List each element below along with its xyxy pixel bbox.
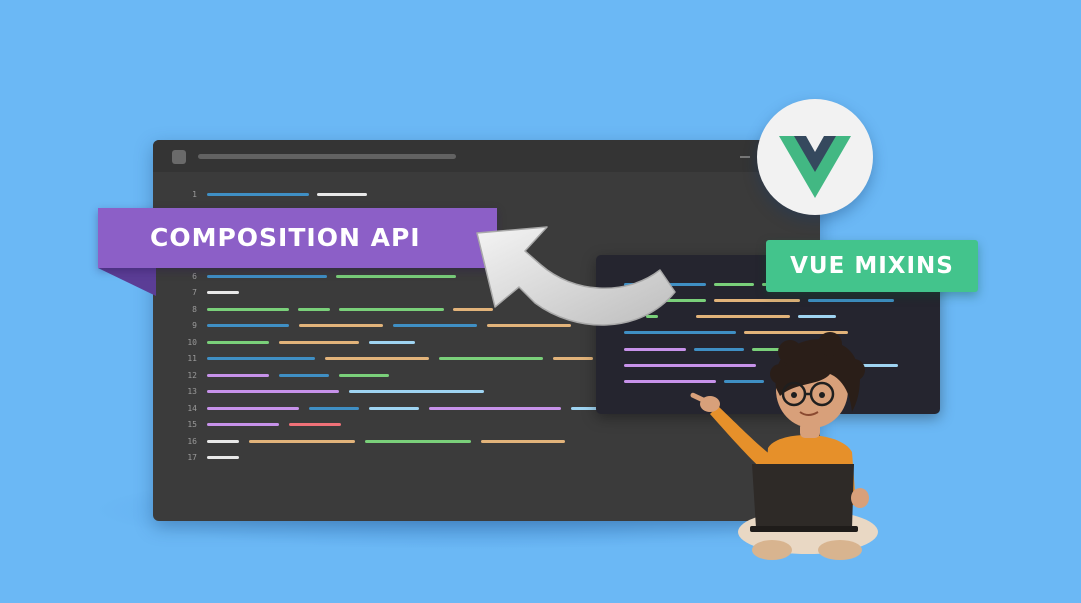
- code-token: [553, 357, 593, 360]
- code-token: [309, 407, 359, 410]
- code-token: [339, 374, 389, 377]
- code-token: [207, 456, 239, 459]
- code-token: [349, 390, 484, 393]
- code-token: [365, 440, 471, 443]
- code-token: [249, 440, 355, 443]
- person-illustration: [690, 332, 878, 560]
- titlebar-placeholder: [198, 154, 456, 159]
- code-token: [453, 308, 493, 311]
- code-token: [279, 374, 329, 377]
- code-token: [744, 331, 848, 334]
- code-token: [207, 291, 239, 294]
- code-token: [317, 193, 367, 196]
- editor-titlebar: [153, 140, 820, 172]
- code-token: [808, 299, 894, 302]
- code-token: [339, 308, 444, 311]
- code-token: [207, 341, 269, 344]
- line-number: 14: [187, 404, 197, 413]
- code-token: [439, 357, 543, 360]
- line-number: 16: [187, 437, 197, 446]
- code-token: [624, 331, 736, 334]
- code-token: [487, 324, 571, 327]
- code-token: [624, 364, 756, 367]
- composition-api-banner: COMPOSITION API: [98, 208, 497, 268]
- line-number: 12: [187, 371, 197, 380]
- code-token: [336, 275, 456, 278]
- code-token: [696, 315, 790, 318]
- code-token: [624, 348, 686, 351]
- code-token: [207, 193, 309, 196]
- code-token: [207, 275, 327, 278]
- code-token: [724, 380, 764, 383]
- code-token: [571, 407, 601, 410]
- code-token: [481, 440, 565, 443]
- curved-arrow-icon: [476, 226, 676, 326]
- code-token: [207, 374, 269, 377]
- line-number: 7: [192, 288, 197, 297]
- code-token: [369, 407, 419, 410]
- code-token: [207, 308, 289, 311]
- line-number: 8: [192, 305, 197, 314]
- line-number: 17: [187, 453, 197, 462]
- code-token: [714, 299, 800, 302]
- code-token: [207, 390, 339, 393]
- code-token: [694, 348, 744, 351]
- code-token: [752, 348, 792, 351]
- line-number: 1: [192, 190, 197, 199]
- line-number: 15: [187, 420, 197, 429]
- code-token: [714, 283, 754, 286]
- code-token: [298, 308, 330, 311]
- code-token: [624, 380, 716, 383]
- vue-mixins-banner: VUE MIXINS: [766, 240, 978, 292]
- window-icon: [172, 150, 186, 164]
- vue-logo-icon: [779, 136, 851, 198]
- code-token: [207, 357, 315, 360]
- code-token: [862, 364, 898, 367]
- line-number: 10: [187, 338, 197, 347]
- line-number: 11: [187, 354, 197, 363]
- code-token: [207, 324, 289, 327]
- line-number: 9: [192, 321, 197, 330]
- code-token: [369, 341, 415, 344]
- banner-fold: [98, 268, 156, 296]
- code-token: [798, 315, 836, 318]
- line-number: 13: [187, 387, 197, 396]
- code-token: [429, 407, 561, 410]
- code-token: [325, 357, 429, 360]
- code-token: [299, 324, 383, 327]
- minimize-icon: [740, 156, 750, 158]
- vue-logo-badge: [757, 99, 873, 215]
- line-number: 6: [192, 272, 197, 281]
- code-token: [207, 423, 279, 426]
- code-token: [289, 423, 341, 426]
- code-token: [207, 440, 239, 443]
- code-token: [646, 315, 658, 318]
- code-token: [279, 341, 359, 344]
- code-token: [393, 324, 477, 327]
- code-token: [207, 407, 299, 410]
